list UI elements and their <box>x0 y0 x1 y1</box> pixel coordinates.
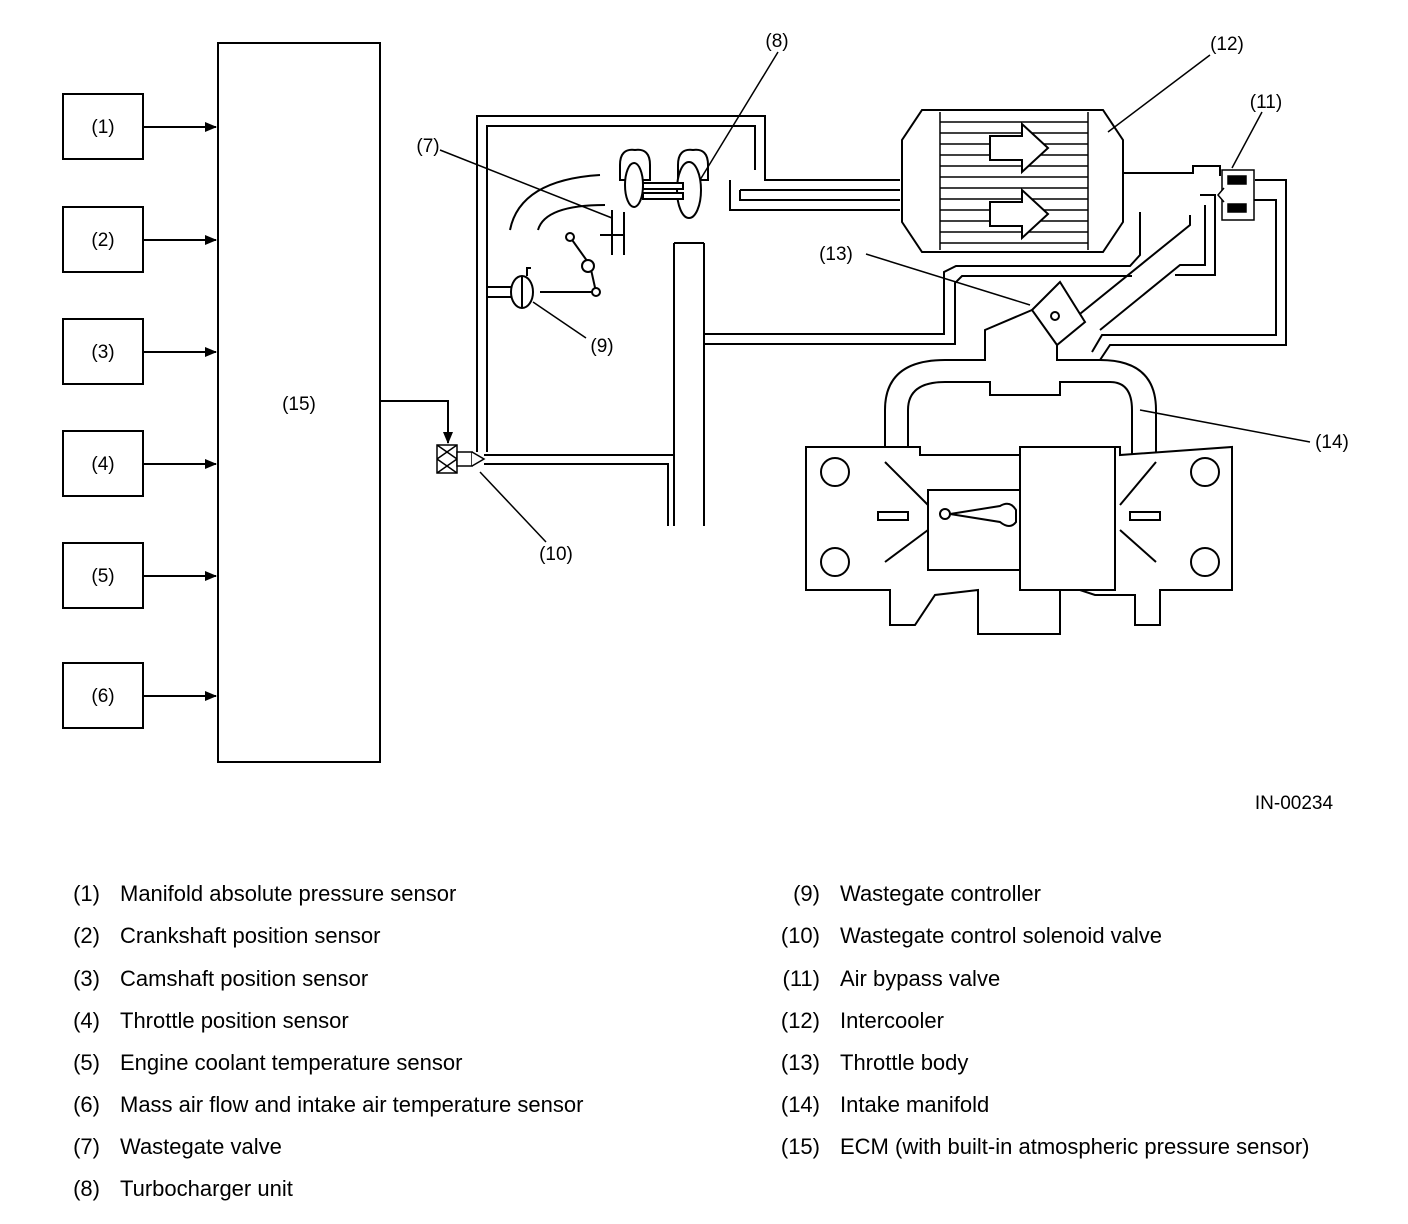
legend-text: Throttle position sensor <box>120 1008 349 1033</box>
sensor-box-1: (1) <box>62 93 144 160</box>
ecm-box: (15) <box>217 42 381 763</box>
pressure-hoses <box>476 115 1141 526</box>
legend-number: (2) <box>73 923 100 948</box>
callout-7: (7) <box>416 136 439 157</box>
legend-number: (6) <box>73 1092 100 1117</box>
svg-text:(15): (15) <box>282 394 316 415</box>
legend-text: Intake manifold <box>840 1092 990 1117</box>
legend-text: Wastegate valve <box>120 1134 282 1159</box>
throttle-body <box>1030 280 1087 347</box>
callout-13: (13) <box>819 244 853 265</box>
legend-number: (5) <box>73 1050 100 1075</box>
legend-text: Wastegate controller <box>840 881 1041 906</box>
sensor-arrows <box>143 122 217 701</box>
legend-text: Wastegate control solenoid valve <box>840 923 1163 948</box>
legend-number: (1) <box>73 881 100 906</box>
wastegate-valve <box>540 232 601 297</box>
legend-text: Throttle body <box>840 1050 969 1075</box>
svg-text:(5): (5) <box>91 566 114 587</box>
legend-text: Camshaft position sensor <box>120 966 369 991</box>
legend-number: (8) <box>73 1176 100 1201</box>
legend-text: Manifold absolute pressure sensor <box>120 881 457 906</box>
svg-text:(3): (3) <box>91 342 114 363</box>
figure-code: IN-00234 <box>1255 793 1334 814</box>
sensor-box-2: (2) <box>62 206 144 273</box>
legend-text: Engine coolant temperature sensor <box>120 1050 463 1075</box>
callout-14: (14) <box>1315 432 1349 453</box>
wastegate-solenoid-valve <box>436 444 486 474</box>
legend-text: ECM (with built-in atmospheric pressure … <box>840 1134 1310 1159</box>
leader-lines <box>439 51 1311 543</box>
legend-text: Intercooler <box>840 1008 944 1033</box>
system-diagram: (1) (2) (3) (4) (5) (6) (15) <box>62 31 1349 814</box>
legend-text: Turbocharger unit <box>120 1176 293 1201</box>
callout-10: (10) <box>539 544 573 565</box>
engine-block <box>805 445 1233 635</box>
intercooler <box>901 109 1124 253</box>
legend-number: (3) <box>73 966 100 991</box>
intake-manifold <box>884 309 1157 460</box>
legend-number: (7) <box>73 1134 100 1159</box>
wastegate-controller <box>510 267 534 309</box>
sensor-box-3: (3) <box>62 318 144 385</box>
svg-text:(2): (2) <box>91 230 114 251</box>
legend-number: (10) <box>780 923 820 948</box>
callout-11: (11) <box>1250 92 1282 113</box>
legend-text: Mass air flow and intake air temperature… <box>120 1092 584 1117</box>
legend-number: (9) <box>793 881 820 906</box>
callout-8: (8) <box>765 31 788 52</box>
legend-number: (12) <box>780 1008 820 1033</box>
callout-12: (12) <box>1210 34 1244 55</box>
svg-text:(4): (4) <box>91 454 114 475</box>
turbocharger-unit <box>509 148 709 255</box>
svg-text:(1): (1) <box>91 117 114 138</box>
legend-number: (14) <box>780 1092 820 1117</box>
legend-number: (4) <box>73 1008 100 1033</box>
legend-text: Air bypass valve <box>840 966 1001 991</box>
legend-number: (11) <box>782 966 821 991</box>
ecm-signal-line <box>380 400 453 444</box>
callout-9: (9) <box>590 336 613 357</box>
sensor-box-5: (5) <box>62 542 144 609</box>
legend-text: Crankshaft position sensor <box>120 923 381 948</box>
bypass-hoses <box>1059 165 1287 361</box>
legend-number: (15) <box>780 1134 820 1159</box>
svg-text:(6): (6) <box>91 686 114 707</box>
air-bypass-valve <box>1217 169 1255 221</box>
legend-number: (13) <box>780 1050 820 1075</box>
